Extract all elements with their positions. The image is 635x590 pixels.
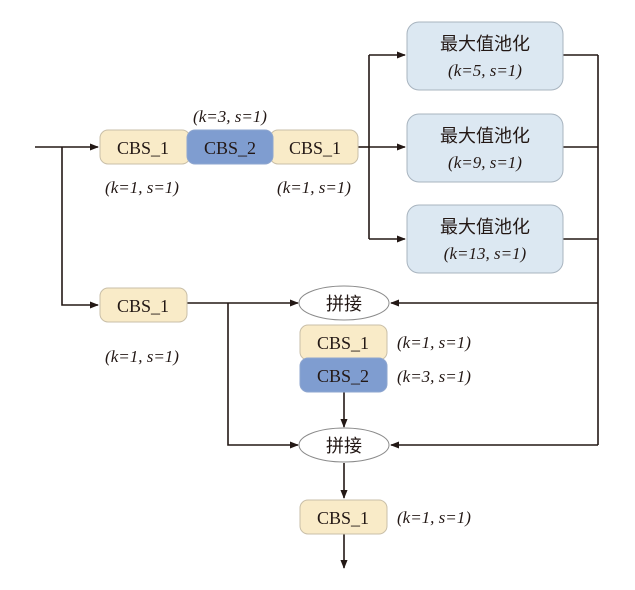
branch-block: CBS_1 (k=1, s=1) bbox=[99, 287, 188, 366]
params-top-right: (k=1, s=1) bbox=[277, 178, 351, 197]
cbs2-middle-label: CBS_2 bbox=[317, 366, 369, 386]
branch-to-concat-2 bbox=[227, 303, 299, 449]
cbs1-branch-label: CBS_1 bbox=[117, 296, 169, 316]
pool-1-box bbox=[406, 21, 564, 91]
pool-2-box bbox=[406, 113, 564, 183]
concat-2-label: 拼接 bbox=[326, 436, 362, 457]
concat-1-label: 拼接 bbox=[326, 294, 362, 315]
concat-1-ellipse bbox=[298, 285, 390, 321]
branch-line bbox=[61, 147, 99, 309]
pool-block-3: 最大值池化 (k=13, s=1) bbox=[406, 204, 564, 274]
pool-block-2: 最大值池化 (k=9, s=1) bbox=[406, 113, 564, 183]
pool-2-params: (k=9, s=1) bbox=[448, 153, 522, 172]
cbs1-output-label: CBS_1 bbox=[317, 508, 369, 528]
pool-3-title: 最大值池化 bbox=[440, 217, 530, 238]
pool-1-params: (k=5, s=1) bbox=[448, 61, 522, 80]
concat-2-ellipse bbox=[298, 427, 390, 463]
params-middle-cbs2: (k=3, s=1) bbox=[397, 367, 471, 386]
cbs2-top-label: CBS_2 bbox=[204, 138, 256, 158]
params-branch: (k=1, s=1) bbox=[105, 347, 179, 366]
pool-3-params: (k=13, s=1) bbox=[444, 244, 527, 263]
params-output: (k=1, s=1) bbox=[397, 508, 471, 527]
pool-3-box bbox=[406, 204, 564, 274]
cbs1-top-right-label: CBS_1 bbox=[289, 138, 341, 158]
cbs1-block-output bbox=[299, 499, 388, 535]
cbs2-block-middle bbox=[299, 357, 388, 393]
concat-node-2: 拼接 bbox=[298, 427, 390, 463]
cbs1-block-branch bbox=[99, 287, 188, 323]
cbs1-middle-label: CBS_1 bbox=[317, 333, 369, 353]
pool-block-1: 最大值池化 (k=5, s=1) bbox=[406, 21, 564, 91]
middle-stack: CBS_1 CBS_2 (k=1, s=1) (k=3, s=1) bbox=[299, 324, 471, 393]
pool-2-title: 最大值池化 bbox=[440, 126, 530, 147]
cbs2-block-top bbox=[186, 129, 274, 165]
concat-node-1: 拼接 bbox=[298, 285, 390, 321]
params-middle-cbs1: (k=1, s=1) bbox=[397, 333, 471, 352]
pool-1-title: 最大值池化 bbox=[440, 34, 530, 55]
output-block: CBS_1 (k=1, s=1) bbox=[299, 499, 471, 535]
params-top-left: (k=1, s=1) bbox=[105, 178, 179, 197]
top-row: CBS_1 CBS_2 CBS_1 (k=3, s=1) (k=1, s=1) … bbox=[99, 107, 359, 197]
params-top-middle: (k=3, s=1) bbox=[193, 107, 267, 126]
cbs1-top-left-label: CBS_1 bbox=[117, 138, 169, 158]
